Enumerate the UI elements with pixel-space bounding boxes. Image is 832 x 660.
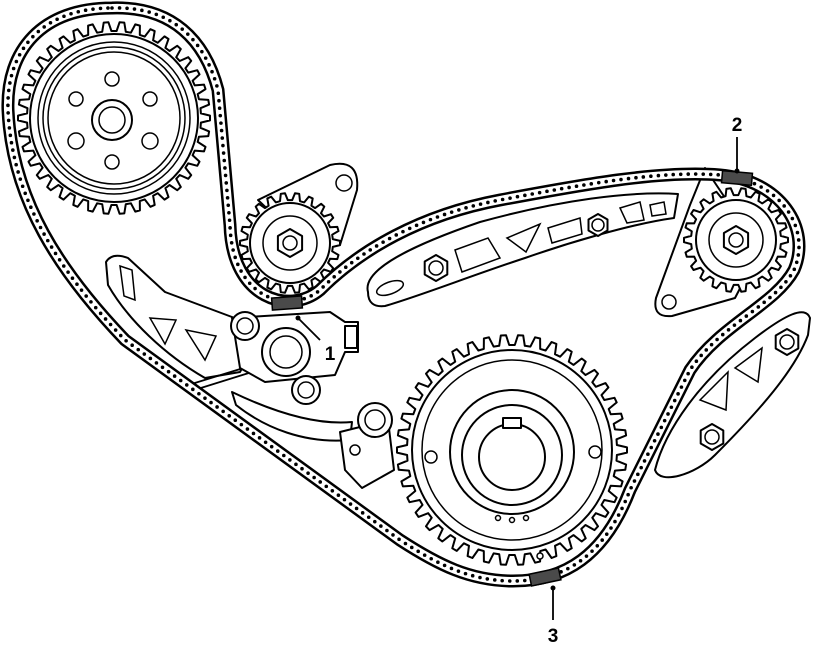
callout-1-leader	[297, 317, 321, 341]
right-chain-guide	[654, 311, 811, 479]
sprocket-ring	[47, 51, 181, 185]
bolt-hole	[68, 91, 84, 107]
guide-cutout	[454, 237, 502, 273]
tensioner-rail	[105, 254, 256, 393]
callout-1-label: 1	[325, 344, 336, 365]
guide-cutout	[505, 222, 542, 254]
bracket-hole	[661, 294, 677, 310]
sprocket-bore	[98, 106, 126, 134]
guide-cutout	[547, 217, 583, 244]
tensioner-mount-bolt-center	[236, 317, 254, 335]
timing-hole	[588, 445, 602, 459]
chain-tensioner	[230, 311, 359, 405]
marked-chain-link-1	[270, 295, 304, 311]
bolt-hole	[67, 132, 85, 150]
sprocket-ring	[42, 46, 186, 190]
callout-1: 1	[295, 315, 336, 365]
tensioner-plunger	[344, 325, 358, 349]
idler-sprocket	[239, 192, 341, 294]
bolt-hole	[141, 132, 159, 150]
timing-mark	[536, 552, 544, 560]
guide-cutout	[733, 346, 763, 384]
bolt-washer	[728, 232, 744, 248]
callout-3: 3	[548, 585, 559, 647]
bolt-washer	[428, 260, 444, 276]
hex-bolt	[722, 225, 750, 255]
sprocket-ring	[37, 41, 191, 195]
timing-hole	[424, 450, 438, 464]
guide-slot	[375, 279, 405, 297]
bolt-washer	[282, 235, 298, 251]
guide-hole	[349, 444, 361, 456]
upper-left-sprocket	[17, 21, 211, 215]
guide-cutout	[649, 201, 667, 217]
sprocket-ring	[708, 212, 764, 268]
idler-ring	[262, 215, 318, 271]
bracket-hole	[335, 174, 353, 192]
hex-bolt	[276, 228, 304, 258]
callout-2-label: 2	[732, 115, 743, 136]
callout-2: 2	[732, 115, 743, 174]
callout-3-label: 3	[548, 626, 559, 647]
guide-bolt-center	[364, 409, 386, 431]
right-sprocket	[683, 187, 789, 293]
rivet	[494, 514, 502, 522]
rivet	[522, 514, 530, 522]
bolt-hole	[104, 154, 120, 170]
bolt-washer	[779, 334, 795, 350]
guide-cutout	[618, 201, 645, 224]
bolt-washer	[704, 429, 720, 445]
rail-cutout	[148, 317, 178, 346]
tensioner-lower-bolt-center	[297, 381, 315, 399]
lower-guide-plate	[231, 391, 395, 489]
tensioner-body-bore	[269, 335, 303, 369]
crankshaft-bore	[478, 423, 546, 491]
hex-bolt	[587, 213, 609, 237]
rail-slot	[119, 264, 136, 302]
marked-chain-link-3	[528, 567, 562, 587]
bolt-hole	[104, 71, 120, 87]
callout-2-anchor	[734, 168, 740, 174]
rail-cutout	[184, 328, 218, 362]
hex-bolt	[699, 423, 725, 451]
upper-chain-guide	[366, 192, 679, 308]
bolt-washer	[591, 218, 605, 232]
hex-bolt	[774, 328, 800, 356]
tensioner-link-rod	[184, 365, 251, 387]
sprocket-ring	[421, 359, 603, 541]
hex-bolt	[423, 254, 449, 282]
bolt-hole	[142, 91, 158, 107]
rivet	[508, 516, 516, 524]
crankshaft-sprocket	[396, 334, 628, 566]
keyway	[502, 417, 522, 429]
guide-cutout	[698, 370, 729, 412]
